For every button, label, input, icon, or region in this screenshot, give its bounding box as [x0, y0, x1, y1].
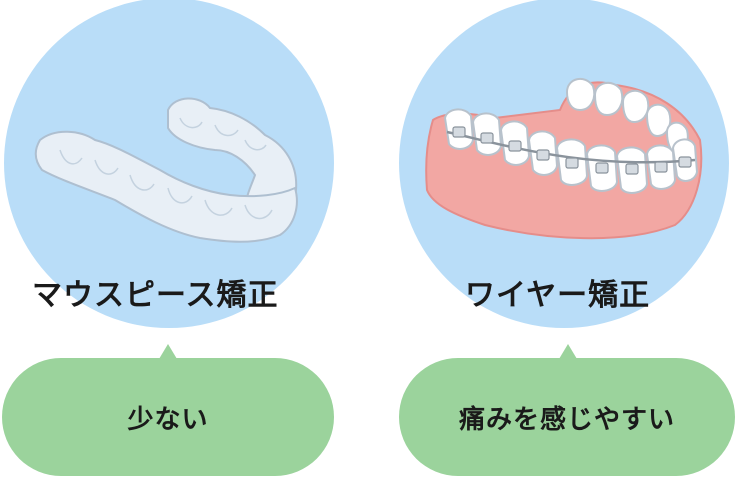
wire-braces-icon — [425, 77, 703, 240]
aligner-bubble: 少ない — [2, 358, 334, 476]
aligner-bubble-tail — [159, 344, 177, 359]
aligner-bubble-text: 少ない — [127, 404, 209, 435]
braces-title: ワイヤー矯正 — [465, 278, 651, 313]
braces-bubble-text: 痛みを感じやすい — [458, 404, 675, 435]
braces-bubble: 痛みを感じやすい — [399, 358, 735, 476]
braces-bubble-tail — [559, 344, 577, 359]
aligner-card: マウスピース矯正 少ない — [0, 0, 360, 479]
braces-card: ワイヤー矯正 痛みを感じやすい — [385, 0, 735, 479]
aligner-title: マウスピース矯正 — [32, 278, 279, 313]
clear-aligner-icon — [34, 97, 298, 243]
